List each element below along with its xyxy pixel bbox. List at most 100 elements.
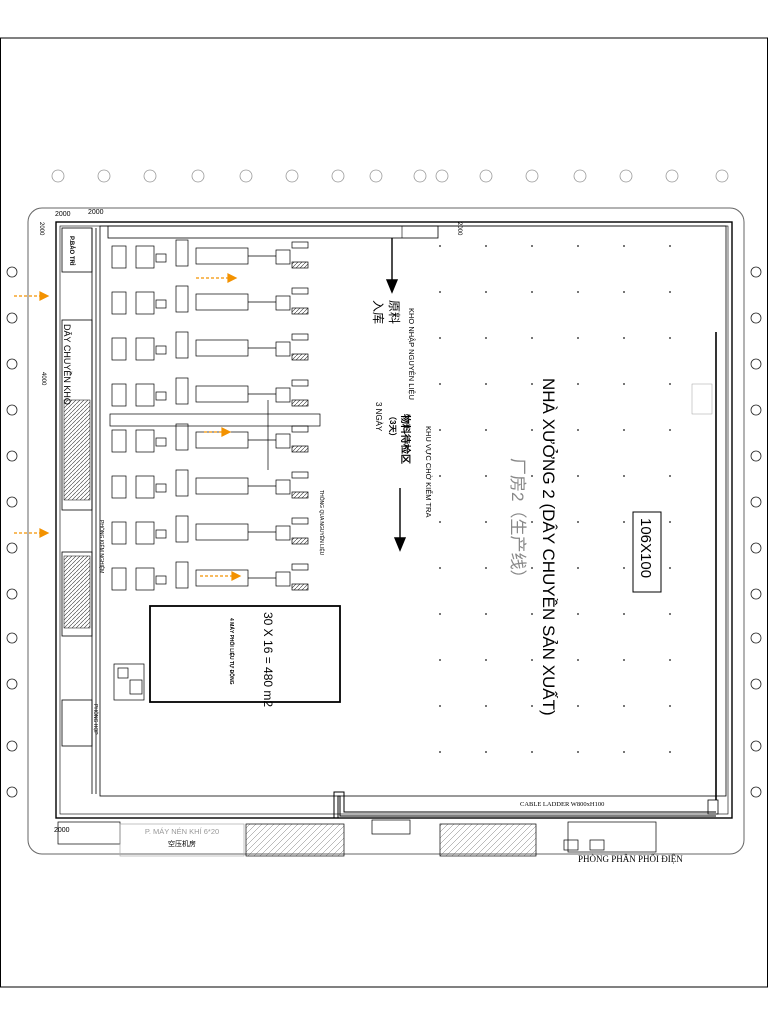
dim-2000-left: 2000: [38, 222, 44, 236]
side-axis-bubbles: [6, 266, 762, 798]
compressor-room-cn: 空压机房: [168, 839, 196, 848]
column-dot: [439, 705, 441, 707]
inspection-corridor: [109, 400, 321, 470]
column-dot: [439, 337, 441, 339]
column-dot: [669, 337, 671, 339]
hall-size: 106X100: [637, 518, 654, 578]
column-dot: [669, 751, 671, 753]
column-dot: [485, 429, 487, 431]
column-dot: [439, 429, 441, 431]
material-flow-arrows: [385, 238, 407, 552]
bottom-rooms: [57, 819, 657, 857]
production-line-row: [111, 561, 309, 591]
left-line-label: DÂY CHUYỀN KHO: [62, 324, 72, 405]
column-dot: [623, 475, 625, 477]
column-dot: [669, 429, 671, 431]
column-dot: [669, 567, 671, 569]
column-dot: [439, 291, 441, 293]
column-dot: [531, 567, 533, 569]
column-dot: [485, 705, 487, 707]
column-dot: [531, 613, 533, 615]
lab-label: PHÒNG KIỂM NGHIỆM: [98, 520, 106, 573]
column-dot: [577, 521, 579, 523]
cable-ladder-bottom: [333, 791, 716, 818]
column-dot: [531, 337, 533, 339]
column-dot: [485, 659, 487, 661]
column-dot: [623, 521, 625, 523]
dim-4000: 4000: [40, 372, 46, 386]
left-service-strip: [61, 227, 97, 794]
column-dot: [623, 245, 625, 247]
column-dot: [485, 567, 487, 569]
column-dot: [531, 659, 533, 661]
compressor-room: P. MÁY NÉN KHÍ 6*20: [145, 827, 219, 836]
column-dot: [531, 429, 533, 431]
power-room: PHÒNG PHÂN PHỐI ĐIỆN: [578, 854, 683, 864]
production-line-row: [111, 331, 309, 361]
column-dot: [531, 751, 533, 753]
column-dot: [439, 567, 441, 569]
column-dot: [531, 475, 533, 477]
column-dot: [485, 245, 487, 247]
column-dot: [485, 291, 487, 293]
production-line-row: [111, 285, 309, 315]
meeting-room: PHÒNG HỌP: [92, 704, 99, 735]
column-dot: [439, 659, 441, 661]
production-line-row: [111, 515, 309, 545]
column-dot: [531, 245, 533, 247]
production-line-row: [111, 239, 309, 269]
production-lines: [111, 239, 309, 591]
column-dot: [577, 245, 579, 247]
dim-2000-right: 2000: [456, 222, 462, 236]
column-dot: [485, 751, 487, 753]
production-line-row: [111, 469, 309, 499]
column-dot: [623, 383, 625, 385]
column-dot: [577, 383, 579, 385]
column-dot: [669, 659, 671, 661]
column-dot: [577, 705, 579, 707]
warehouse-label: KHO NHẬP NGUYÊN LIỆU: [407, 308, 416, 400]
mixer-area-box: [149, 605, 341, 703]
column-dot: [577, 475, 579, 477]
production-line-row: [111, 377, 309, 407]
column-dot: [669, 291, 671, 293]
site-boundary: [27, 207, 745, 855]
warehouse-label-cn-1: 原料: [387, 300, 401, 324]
column-dot: [531, 383, 533, 385]
column-dot: [531, 291, 533, 293]
dim-2000-bottom: 2000: [54, 827, 70, 834]
column-dot: [439, 475, 441, 477]
top-conveyor: [107, 225, 439, 239]
column-grid: [439, 245, 671, 753]
inspection-days-cn: （3天）: [388, 412, 398, 440]
mixer-machines-label: 4 MÁY PHỐI LIỆU TỰ ĐỘNG: [228, 618, 236, 685]
mixer-machine: [113, 663, 145, 701]
top-axis-bubbles: [51, 169, 729, 183]
entry-arrows: [14, 273, 242, 581]
warehouse-label-cn-2: 入库: [371, 300, 386, 324]
dim-2000-top-2: 2000: [88, 209, 104, 216]
column-dot: [485, 521, 487, 523]
column-dot: [531, 705, 533, 707]
column-dot: [485, 475, 487, 477]
hall-title-cn: 厂房2（生产线）: [508, 458, 527, 586]
column-dot: [577, 429, 579, 431]
cable-ladder-label: CABLE LADDER W800xH100: [520, 801, 604, 808]
column-dot: [577, 291, 579, 293]
column-dot: [577, 567, 579, 569]
column-dot: [485, 613, 487, 615]
column-dot: [485, 337, 487, 339]
column-dot: [669, 705, 671, 707]
column-dot: [577, 751, 579, 753]
column-dot: [669, 475, 671, 477]
maintenance-room: P.BẢO TRÌ: [68, 236, 76, 266]
column-dot: [623, 337, 625, 339]
hall-size-box: [632, 511, 662, 593]
flow-label: THÔNG QUA NGUYÊN LIỆU: [318, 490, 326, 556]
column-dot: [439, 245, 441, 247]
column-dot: [485, 383, 487, 385]
inspection-days: 3 NGÀY: [374, 402, 383, 432]
column-dot: [531, 521, 533, 523]
column-dot: [623, 613, 625, 615]
